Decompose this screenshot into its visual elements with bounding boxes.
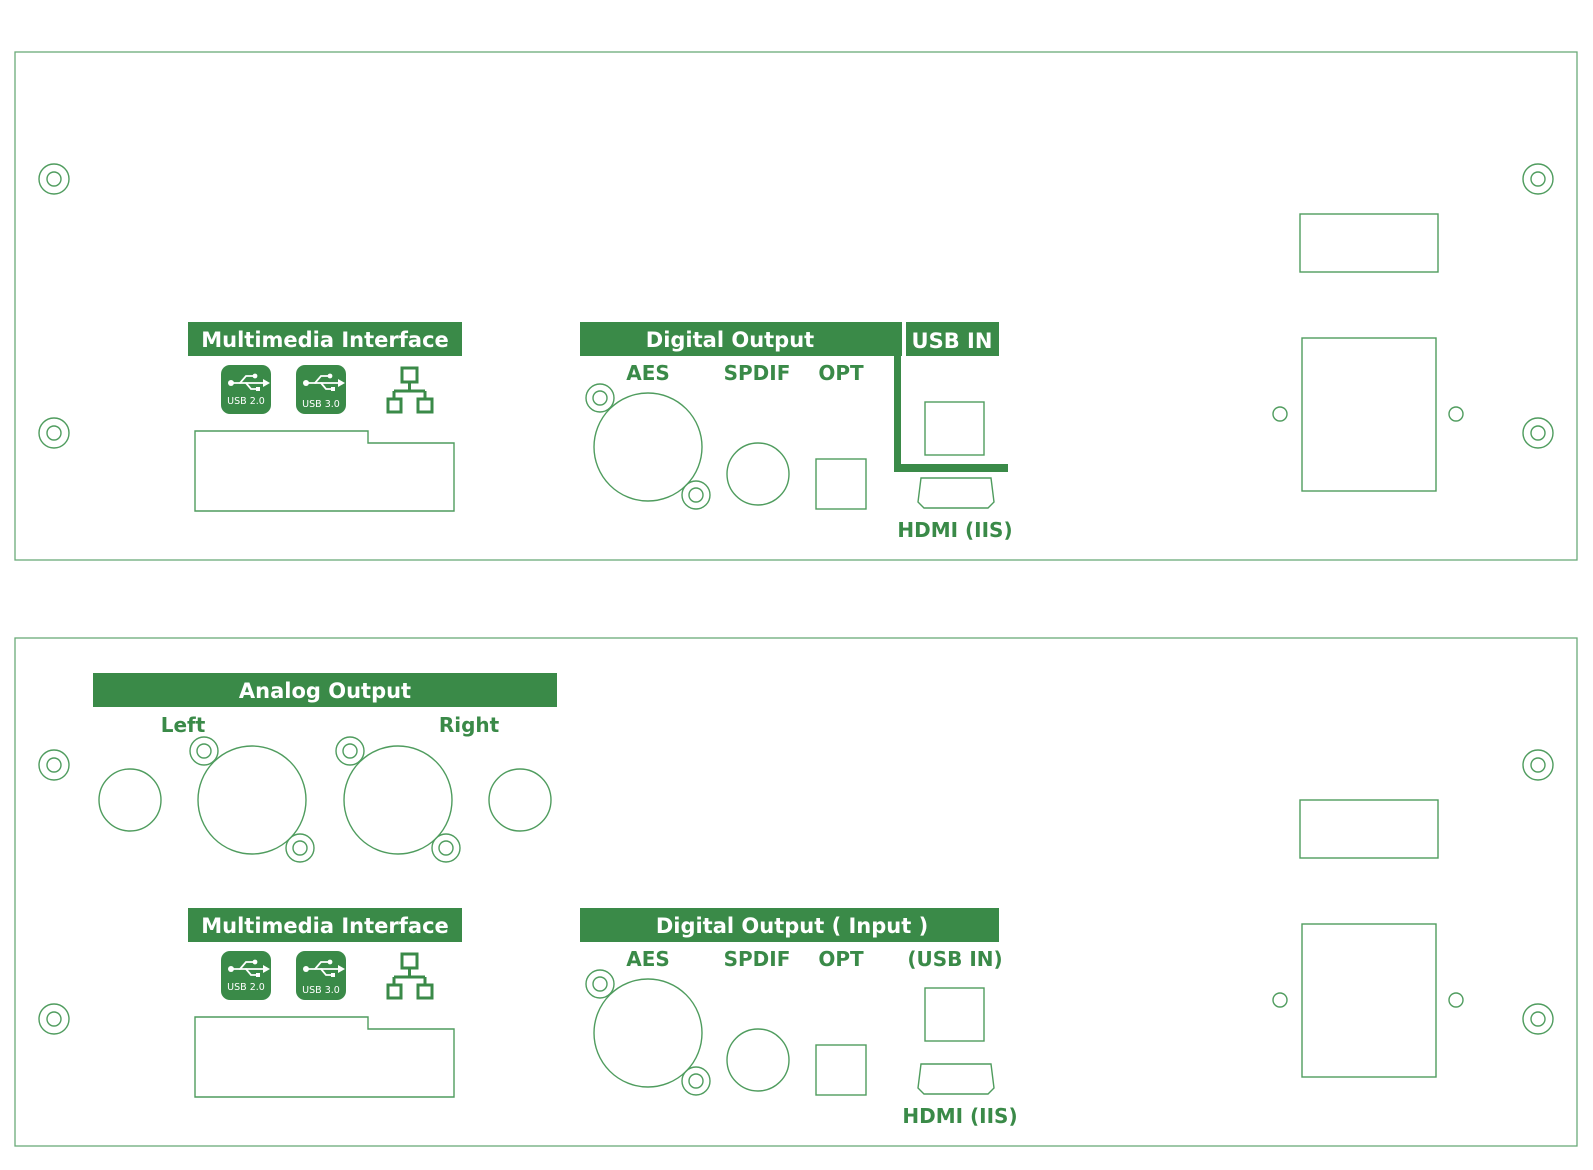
top-usb-2-label: USB 2.0 xyxy=(227,396,265,407)
top-spdif-label: SPDIF xyxy=(724,361,791,385)
bottom-spdif-connector xyxy=(726,1028,790,1092)
bottom-mount-hole-right-lower xyxy=(1522,1003,1554,1035)
top-aes-label: AES xyxy=(626,361,670,385)
bottom-panel-border xyxy=(14,637,1578,1147)
top-panel-border xyxy=(14,51,1578,561)
top-mount-hole-left-lower xyxy=(38,417,70,449)
top-usb-3-icon: USB 3.0 xyxy=(296,365,346,414)
bottom-right-xlr-connector xyxy=(335,736,461,863)
bottom-left-label: Left xyxy=(161,713,206,737)
bottom-usb-3-icon: USB 3.0 xyxy=(296,951,346,1000)
top-hdmi-port xyxy=(917,477,995,509)
top-mount-hole-right-upper xyxy=(1522,163,1554,195)
bottom-opt-label: OPT xyxy=(818,947,864,971)
bottom-power-switch xyxy=(1299,799,1439,859)
bottom-mount-hole-left-lower xyxy=(38,1003,70,1035)
bottom-aes-connector xyxy=(585,969,711,1096)
bottom-digital-output-title: Digital Output ( Input ) xyxy=(656,914,928,938)
bottom-hdmi-label: HDMI (IIS) xyxy=(902,1104,1017,1128)
bottom-spdif-label: SPDIF xyxy=(724,947,791,971)
bottom-aes-label: AES xyxy=(626,947,670,971)
top-usb-in-title: USB IN xyxy=(912,329,993,353)
top-mount-hole-right-lower xyxy=(1522,417,1554,449)
bottom-panel: Analog Output Left Right Multimedia Inte… xyxy=(14,637,1578,1147)
bottom-mount-hole-left-upper xyxy=(38,749,70,781)
top-power-inlet xyxy=(1301,337,1437,492)
top-spdif-connector xyxy=(726,442,790,506)
top-usb-in-port xyxy=(924,401,985,456)
bottom-usb-2-label: USB 2.0 xyxy=(227,982,265,993)
top-opt-label: OPT xyxy=(818,361,864,385)
bottom-left-xlr-connector xyxy=(189,736,315,863)
top-usb-in-divider-vertical xyxy=(894,356,901,472)
bottom-hdmi-port xyxy=(917,1063,995,1095)
bottom-power-inlet xyxy=(1301,923,1437,1078)
bottom-digital-output-banner xyxy=(580,908,999,942)
top-digital-output-banner xyxy=(580,322,902,356)
top-usb-in-banner xyxy=(906,322,999,356)
bottom-opt-connector xyxy=(815,1044,867,1096)
top-digital-output-title: Digital Output xyxy=(646,328,814,352)
top-usb-in-divider-horizontal xyxy=(894,464,1008,472)
bottom-right-label: Right xyxy=(439,713,500,737)
top-hdmi-label: HDMI (IIS) xyxy=(897,518,1012,542)
bottom-multimedia-module-cutout xyxy=(194,1016,455,1098)
bottom-usb-2-icon: USB 2.0 xyxy=(221,951,271,1000)
top-power-inlet-screw-left xyxy=(1272,406,1288,422)
bottom-mount-hole-right-upper xyxy=(1522,749,1554,781)
top-usb-3-label: USB 3.0 xyxy=(302,399,340,410)
bottom-power-inlet-screw-right xyxy=(1448,992,1464,1008)
bottom-left-rca-connector xyxy=(98,768,162,832)
top-usb-2-icon: USB 2.0 xyxy=(221,365,271,414)
bottom-power-inlet-screw-left xyxy=(1272,992,1288,1008)
bottom-analog-output-title: Analog Output xyxy=(239,679,411,703)
top-network-icon xyxy=(386,366,434,414)
top-multimedia-banner xyxy=(188,322,462,356)
bottom-right-rca-connector xyxy=(488,768,552,832)
top-multimedia-title: Multimedia Interface xyxy=(201,328,449,352)
top-multimedia-module-cutout xyxy=(194,430,455,512)
bottom-multimedia-banner xyxy=(188,908,462,942)
top-power-switch xyxy=(1299,213,1439,273)
top-opt-connector xyxy=(815,458,867,510)
bottom-usb-3-label: USB 3.0 xyxy=(302,985,340,996)
bottom-analog-output-banner xyxy=(93,673,557,707)
top-panel: Multimedia Interface USB 2.0 USB 3.0 xyxy=(14,51,1578,561)
bottom-network-icon xyxy=(386,952,434,1000)
bottom-usb-in-port xyxy=(924,987,985,1042)
top-aes-connector xyxy=(585,383,711,510)
top-power-inlet-screw-right xyxy=(1448,406,1464,422)
top-mount-hole-left-upper xyxy=(38,163,70,195)
bottom-usb-in-label: (USB IN) xyxy=(907,947,1002,971)
bottom-multimedia-title: Multimedia Interface xyxy=(201,914,449,938)
